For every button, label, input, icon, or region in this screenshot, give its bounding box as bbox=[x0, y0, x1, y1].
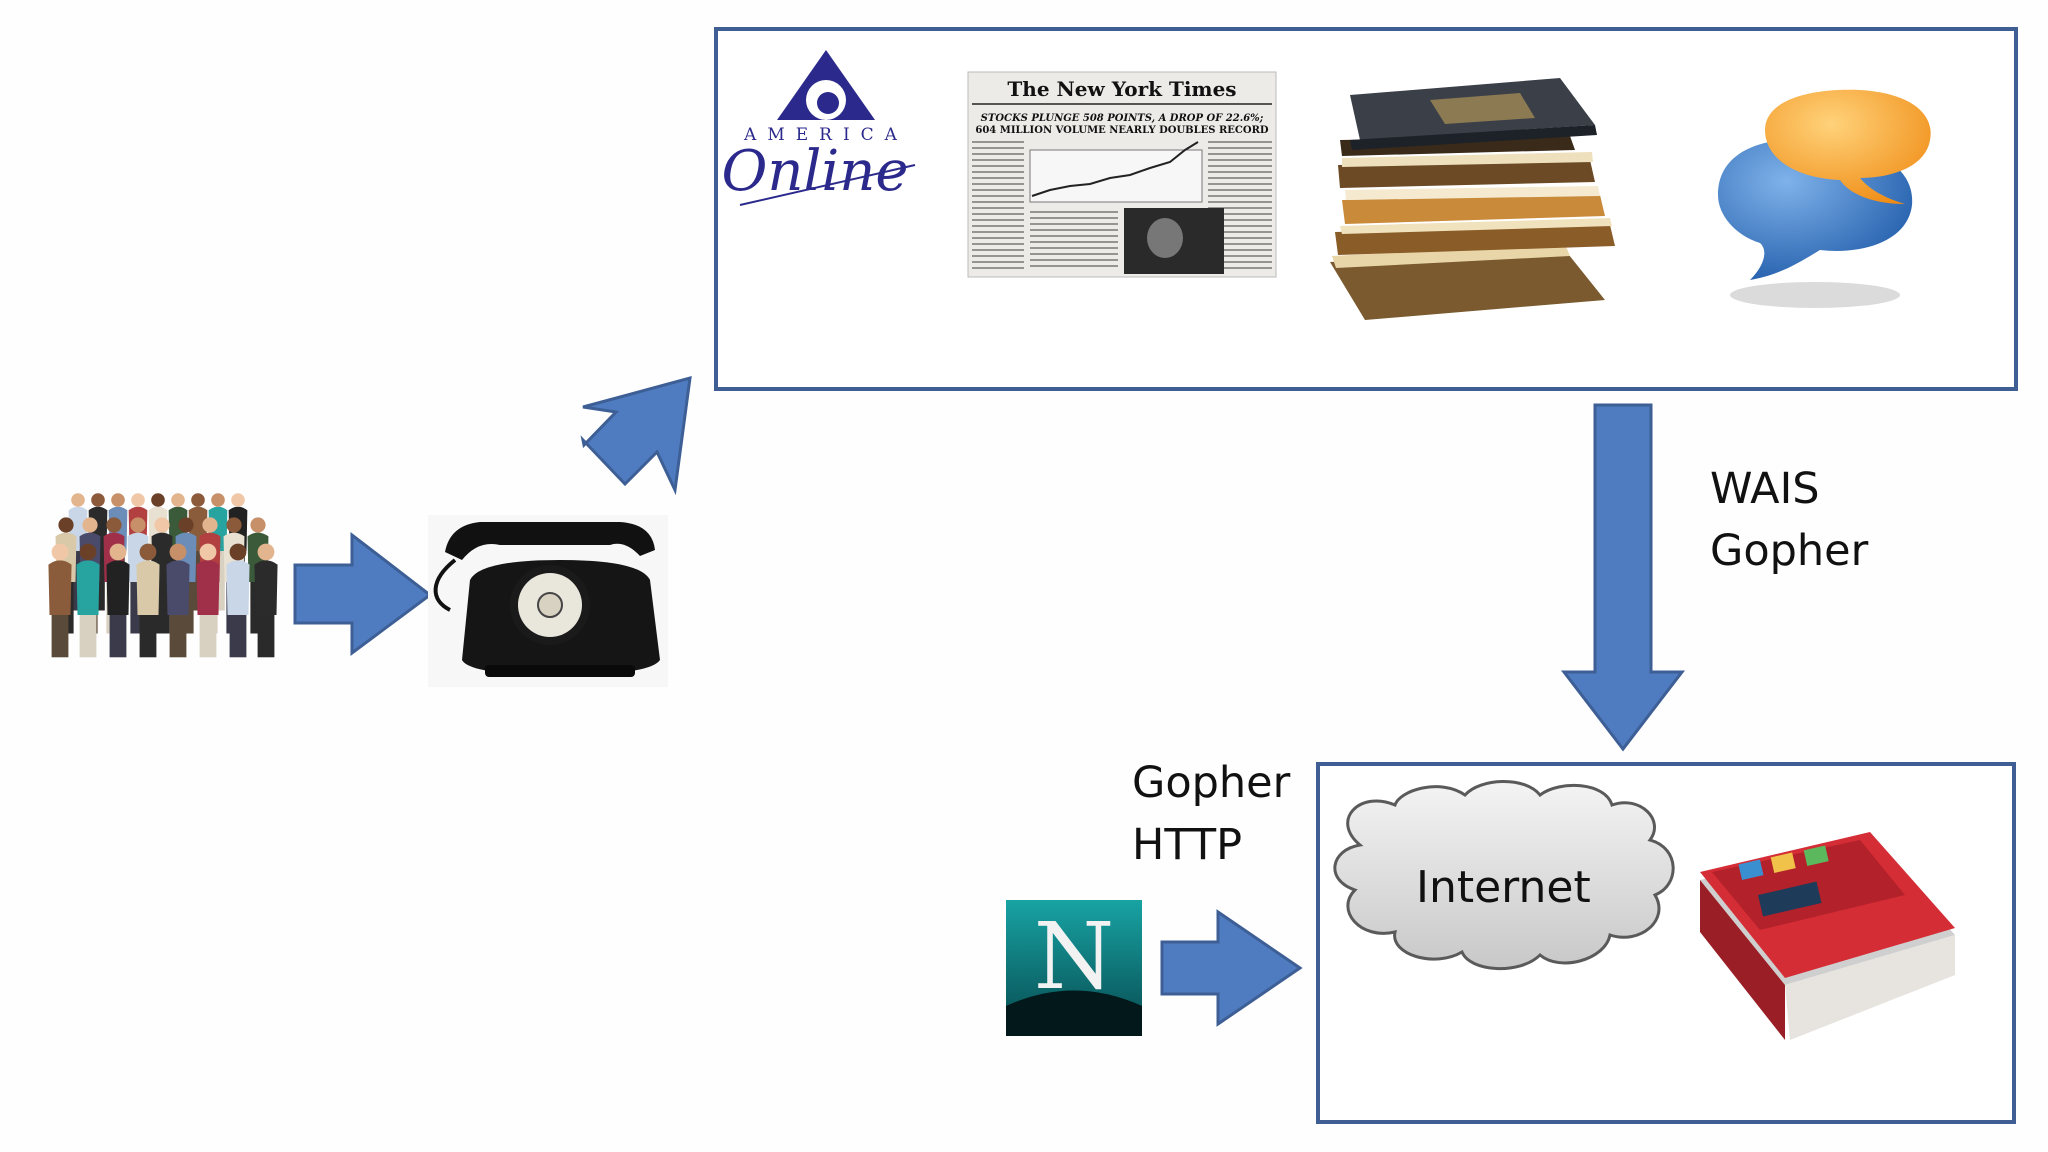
protocol-label-wais-gopher: WAIS Gopher bbox=[1710, 458, 1868, 582]
aol-logo-icon: AMERICA Online bbox=[721, 50, 916, 206]
people-group-icon bbox=[48, 493, 278, 658]
arrow-browser-to-internet bbox=[1160, 909, 1303, 1027]
netscape-letter: N bbox=[1034, 903, 1115, 1010]
label-gopher-top: Gopher bbox=[1710, 526, 1869, 576]
internet-cloud-icon bbox=[1333, 780, 1675, 970]
aol-wordmark-script: Online bbox=[721, 139, 908, 204]
rotary-telephone-icon bbox=[428, 515, 668, 687]
speech-bubbles-icon bbox=[1718, 89, 1931, 308]
nyt-masthead: The New York Times bbox=[1007, 77, 1236, 101]
label-gopher-bottom: Gopher bbox=[1132, 758, 1291, 808]
protocol-label-gopher-http: Gopher HTTP bbox=[1132, 752, 1290, 876]
nyt-headline-2: 604 MILLION VOLUME NEARLY DOUBLES RECORD bbox=[975, 125, 1269, 136]
label-http: HTTP bbox=[1132, 820, 1243, 870]
label-wais: WAIS bbox=[1710, 464, 1820, 514]
nyt-headline-1: STOCKS PLUNGE 508 POINTS, A DROP OF 22.6… bbox=[981, 113, 1264, 124]
red-handbook-icon bbox=[1700, 832, 1955, 1040]
arrow-services-to-internet bbox=[1560, 403, 1686, 752]
book-stack-icon bbox=[1330, 78, 1615, 320]
arrow-people-to-phone bbox=[293, 531, 433, 656]
aol-wordmark-top: AMERICA bbox=[743, 125, 908, 145]
netscape-logo-icon: N bbox=[1006, 900, 1142, 1036]
arrow-phone-to-services bbox=[580, 375, 692, 496]
internet-label: Internet bbox=[1416, 862, 1591, 913]
newspaper-icon: The New York Times STOCKS PLUNGE 508 POI… bbox=[967, 71, 1277, 278]
